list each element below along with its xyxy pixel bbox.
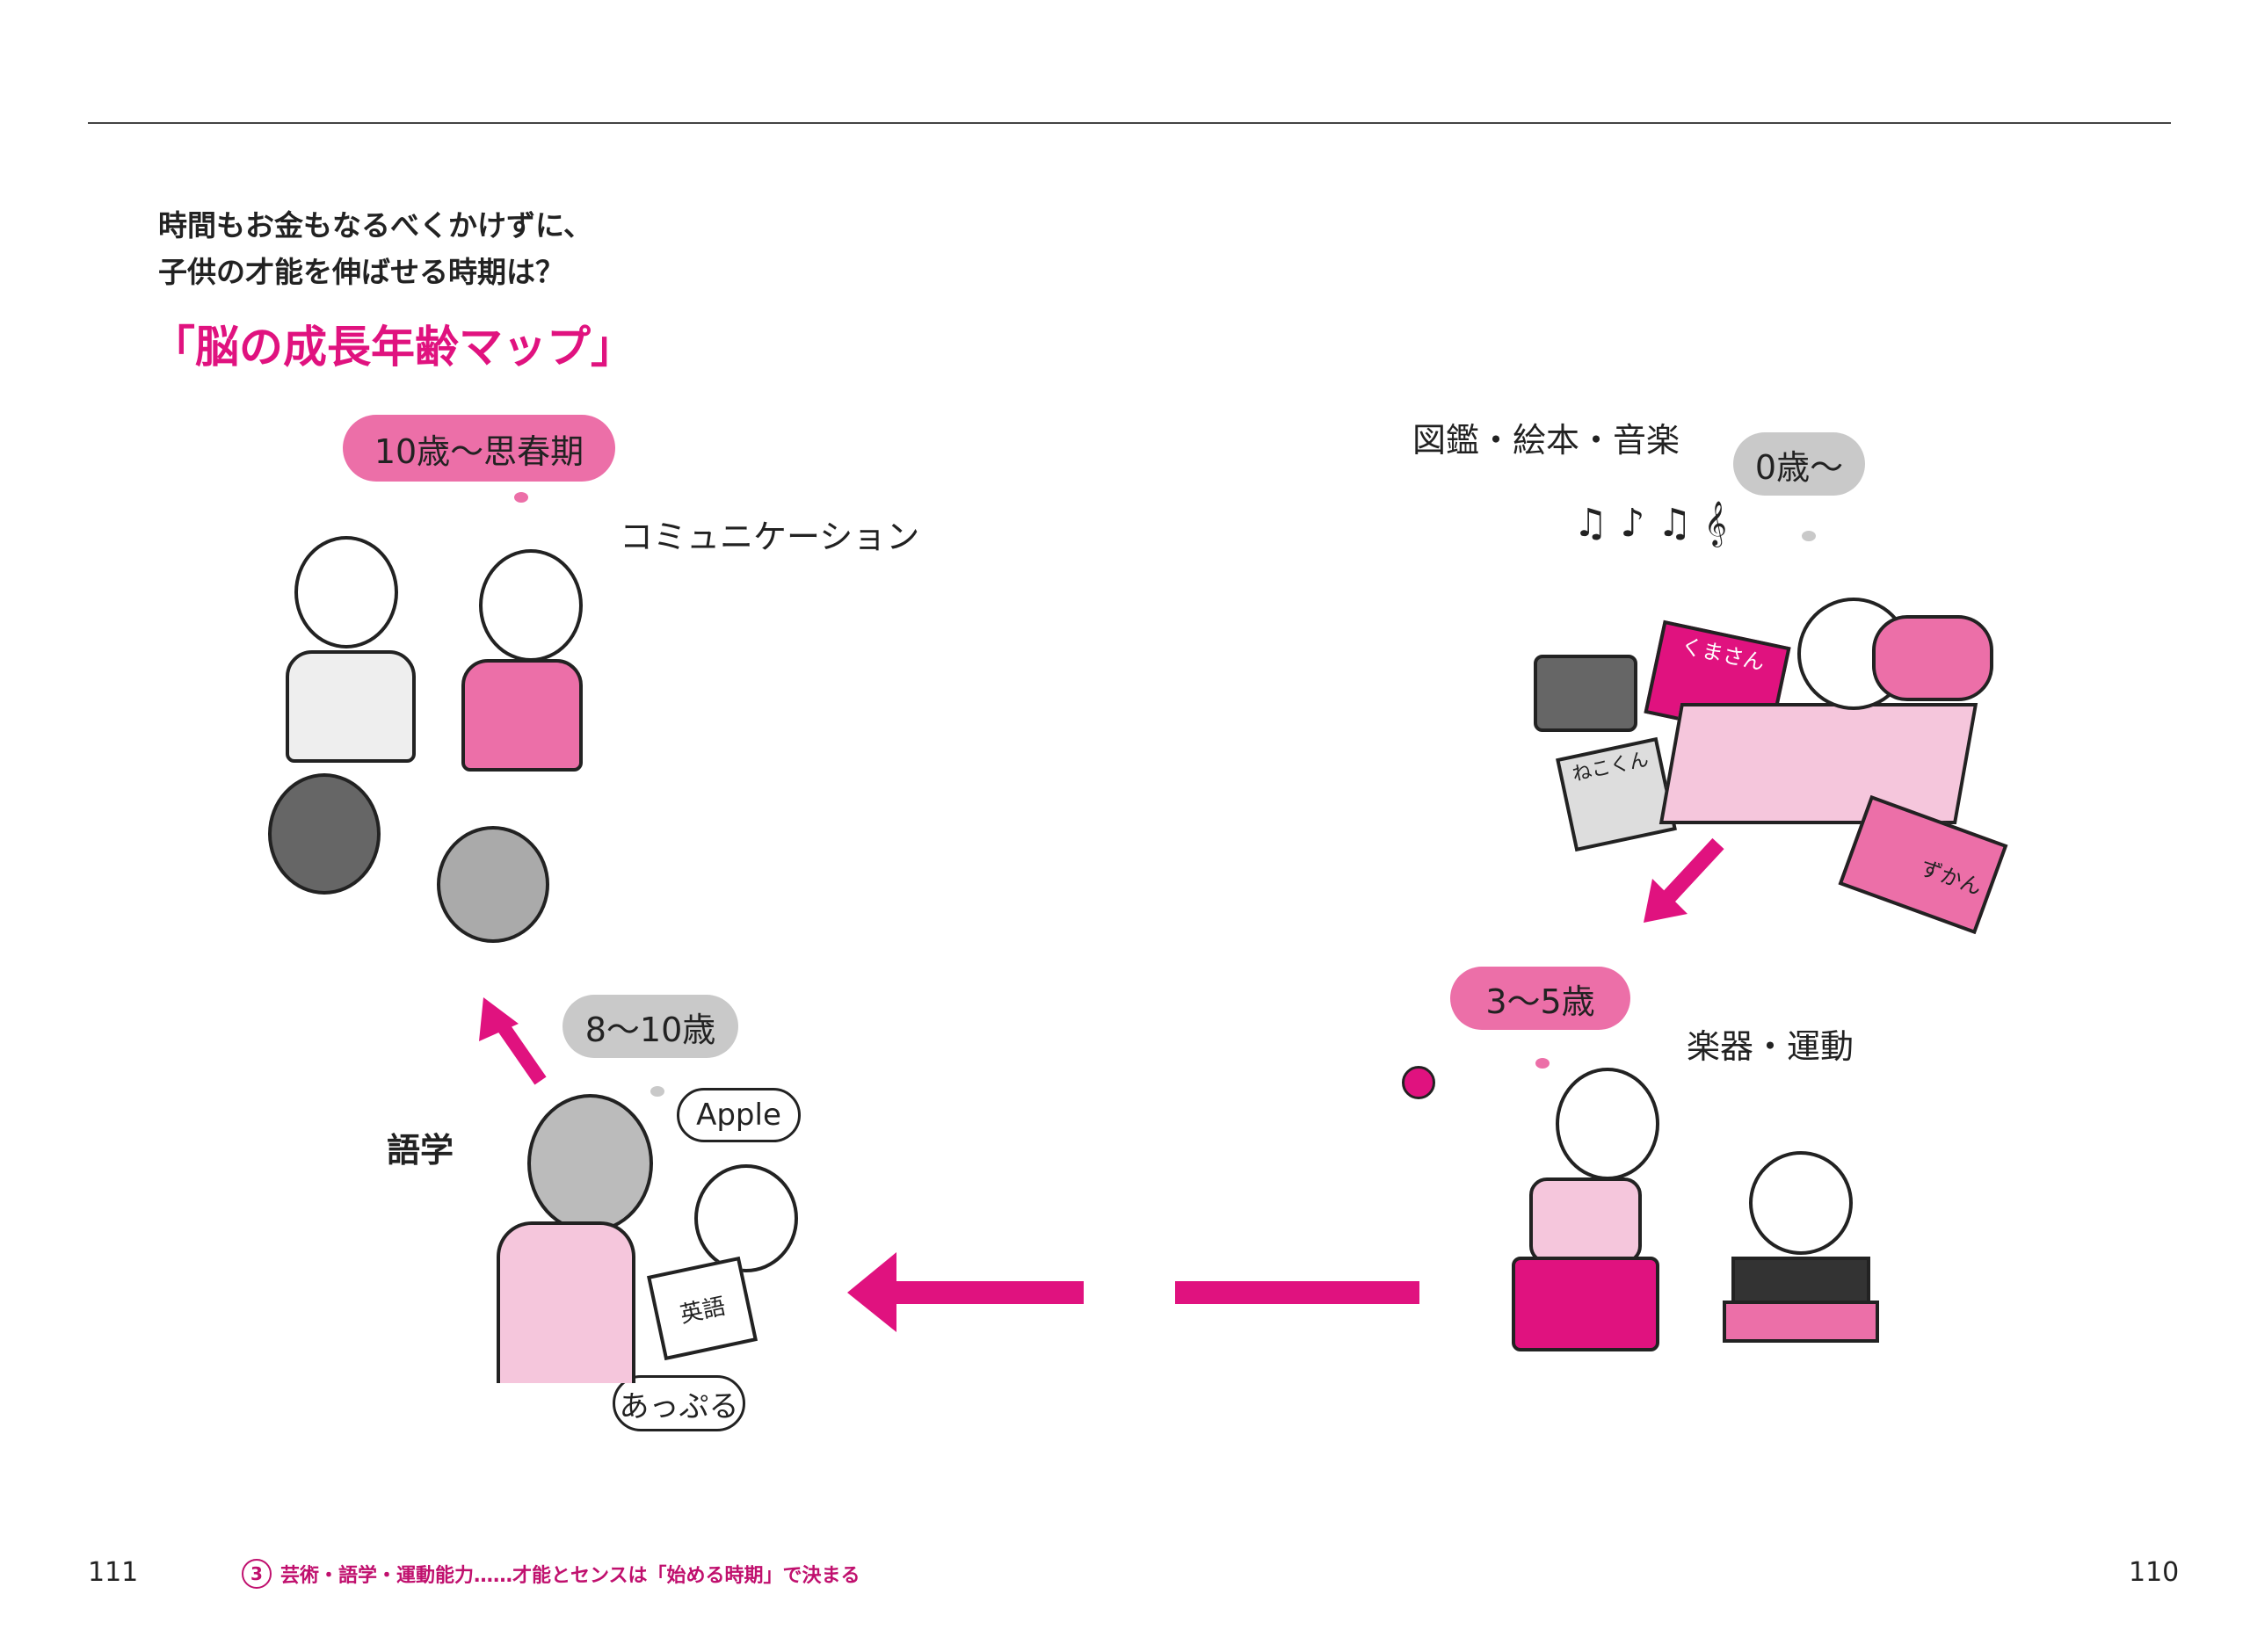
chapter-title: 芸術・語学・運動能力……才能とセンスは「始める時期」で決まる xyxy=(280,1565,860,1587)
running-child-body xyxy=(1529,1177,1642,1264)
keyboard-illustration xyxy=(1723,1301,1879,1343)
ball-illustration xyxy=(1402,1066,1435,1099)
baby-body xyxy=(1872,615,1993,701)
running-footer: 3 芸術・語学・運動能力……才能とセンスは「始める時期」で決まる xyxy=(242,1559,860,1589)
book-zukan: ずかん xyxy=(1838,794,2008,935)
topic-books-music: 図鑑・絵本・音楽 xyxy=(1412,421,1680,460)
running-child-legs xyxy=(1512,1257,1659,1351)
english-book: 英語 xyxy=(646,1256,758,1361)
arrow-left-icon xyxy=(847,1252,896,1332)
arrow-line-left xyxy=(888,1281,1084,1304)
page-number-right: 110 xyxy=(2129,1557,2180,1588)
teacher-illustration xyxy=(527,1094,653,1233)
thought-dot xyxy=(514,492,528,503)
thought-dot xyxy=(650,1086,664,1097)
thought-dot xyxy=(1535,1058,1550,1069)
radio-illustration xyxy=(1534,655,1637,732)
boy-body xyxy=(286,650,416,763)
age-bubble-3-5: 3～5歳 xyxy=(1450,967,1630,1030)
student-illustration xyxy=(694,1164,798,1272)
piano-child-illustration xyxy=(1749,1151,1853,1255)
lead-line-1: 時間もお金もなるべくかけずに、 xyxy=(158,208,593,243)
topic-instruments-sports: 楽器・運動 xyxy=(1687,1027,1854,1066)
listener-illustration xyxy=(268,773,381,895)
age-bubble-8-10: 8～10歳 xyxy=(562,995,738,1058)
thought-dot xyxy=(1802,531,1816,541)
girl-body xyxy=(461,659,583,772)
arrow-down-left-icon xyxy=(1644,837,1724,923)
boy-illustration xyxy=(294,536,398,648)
listener-illustration xyxy=(437,826,549,943)
teacher-body xyxy=(497,1221,635,1383)
open-book-illustration xyxy=(1658,703,1978,824)
topic-language: 語学 xyxy=(387,1131,454,1170)
top-rule xyxy=(88,122,2171,124)
arrow-line-right xyxy=(1175,1281,1419,1304)
arrow-up-icon xyxy=(479,997,547,1085)
page-number-left: 111 xyxy=(88,1557,139,1588)
page-title: 「脳の成長年齢マップ」 xyxy=(151,322,635,373)
music-notes-icon: ♫ ♪ ♫ 𝄞 xyxy=(1573,501,1727,546)
running-child-illustration xyxy=(1556,1068,1659,1180)
topic-communication: コミュニケーション xyxy=(620,518,920,556)
chapter-number: 3 xyxy=(242,1559,272,1589)
speech-bubble-apple: Apple xyxy=(677,1088,801,1142)
speech-bubble-appuru: あっぷる xyxy=(613,1375,745,1431)
girl-illustration xyxy=(479,549,583,662)
lead-line-2: 子供の才能を伸ばせる時期は？ xyxy=(158,255,564,289)
age-bubble-0: 0歳～ xyxy=(1733,432,1865,496)
age-bubble-10: 10歳～思春期 xyxy=(343,415,615,482)
